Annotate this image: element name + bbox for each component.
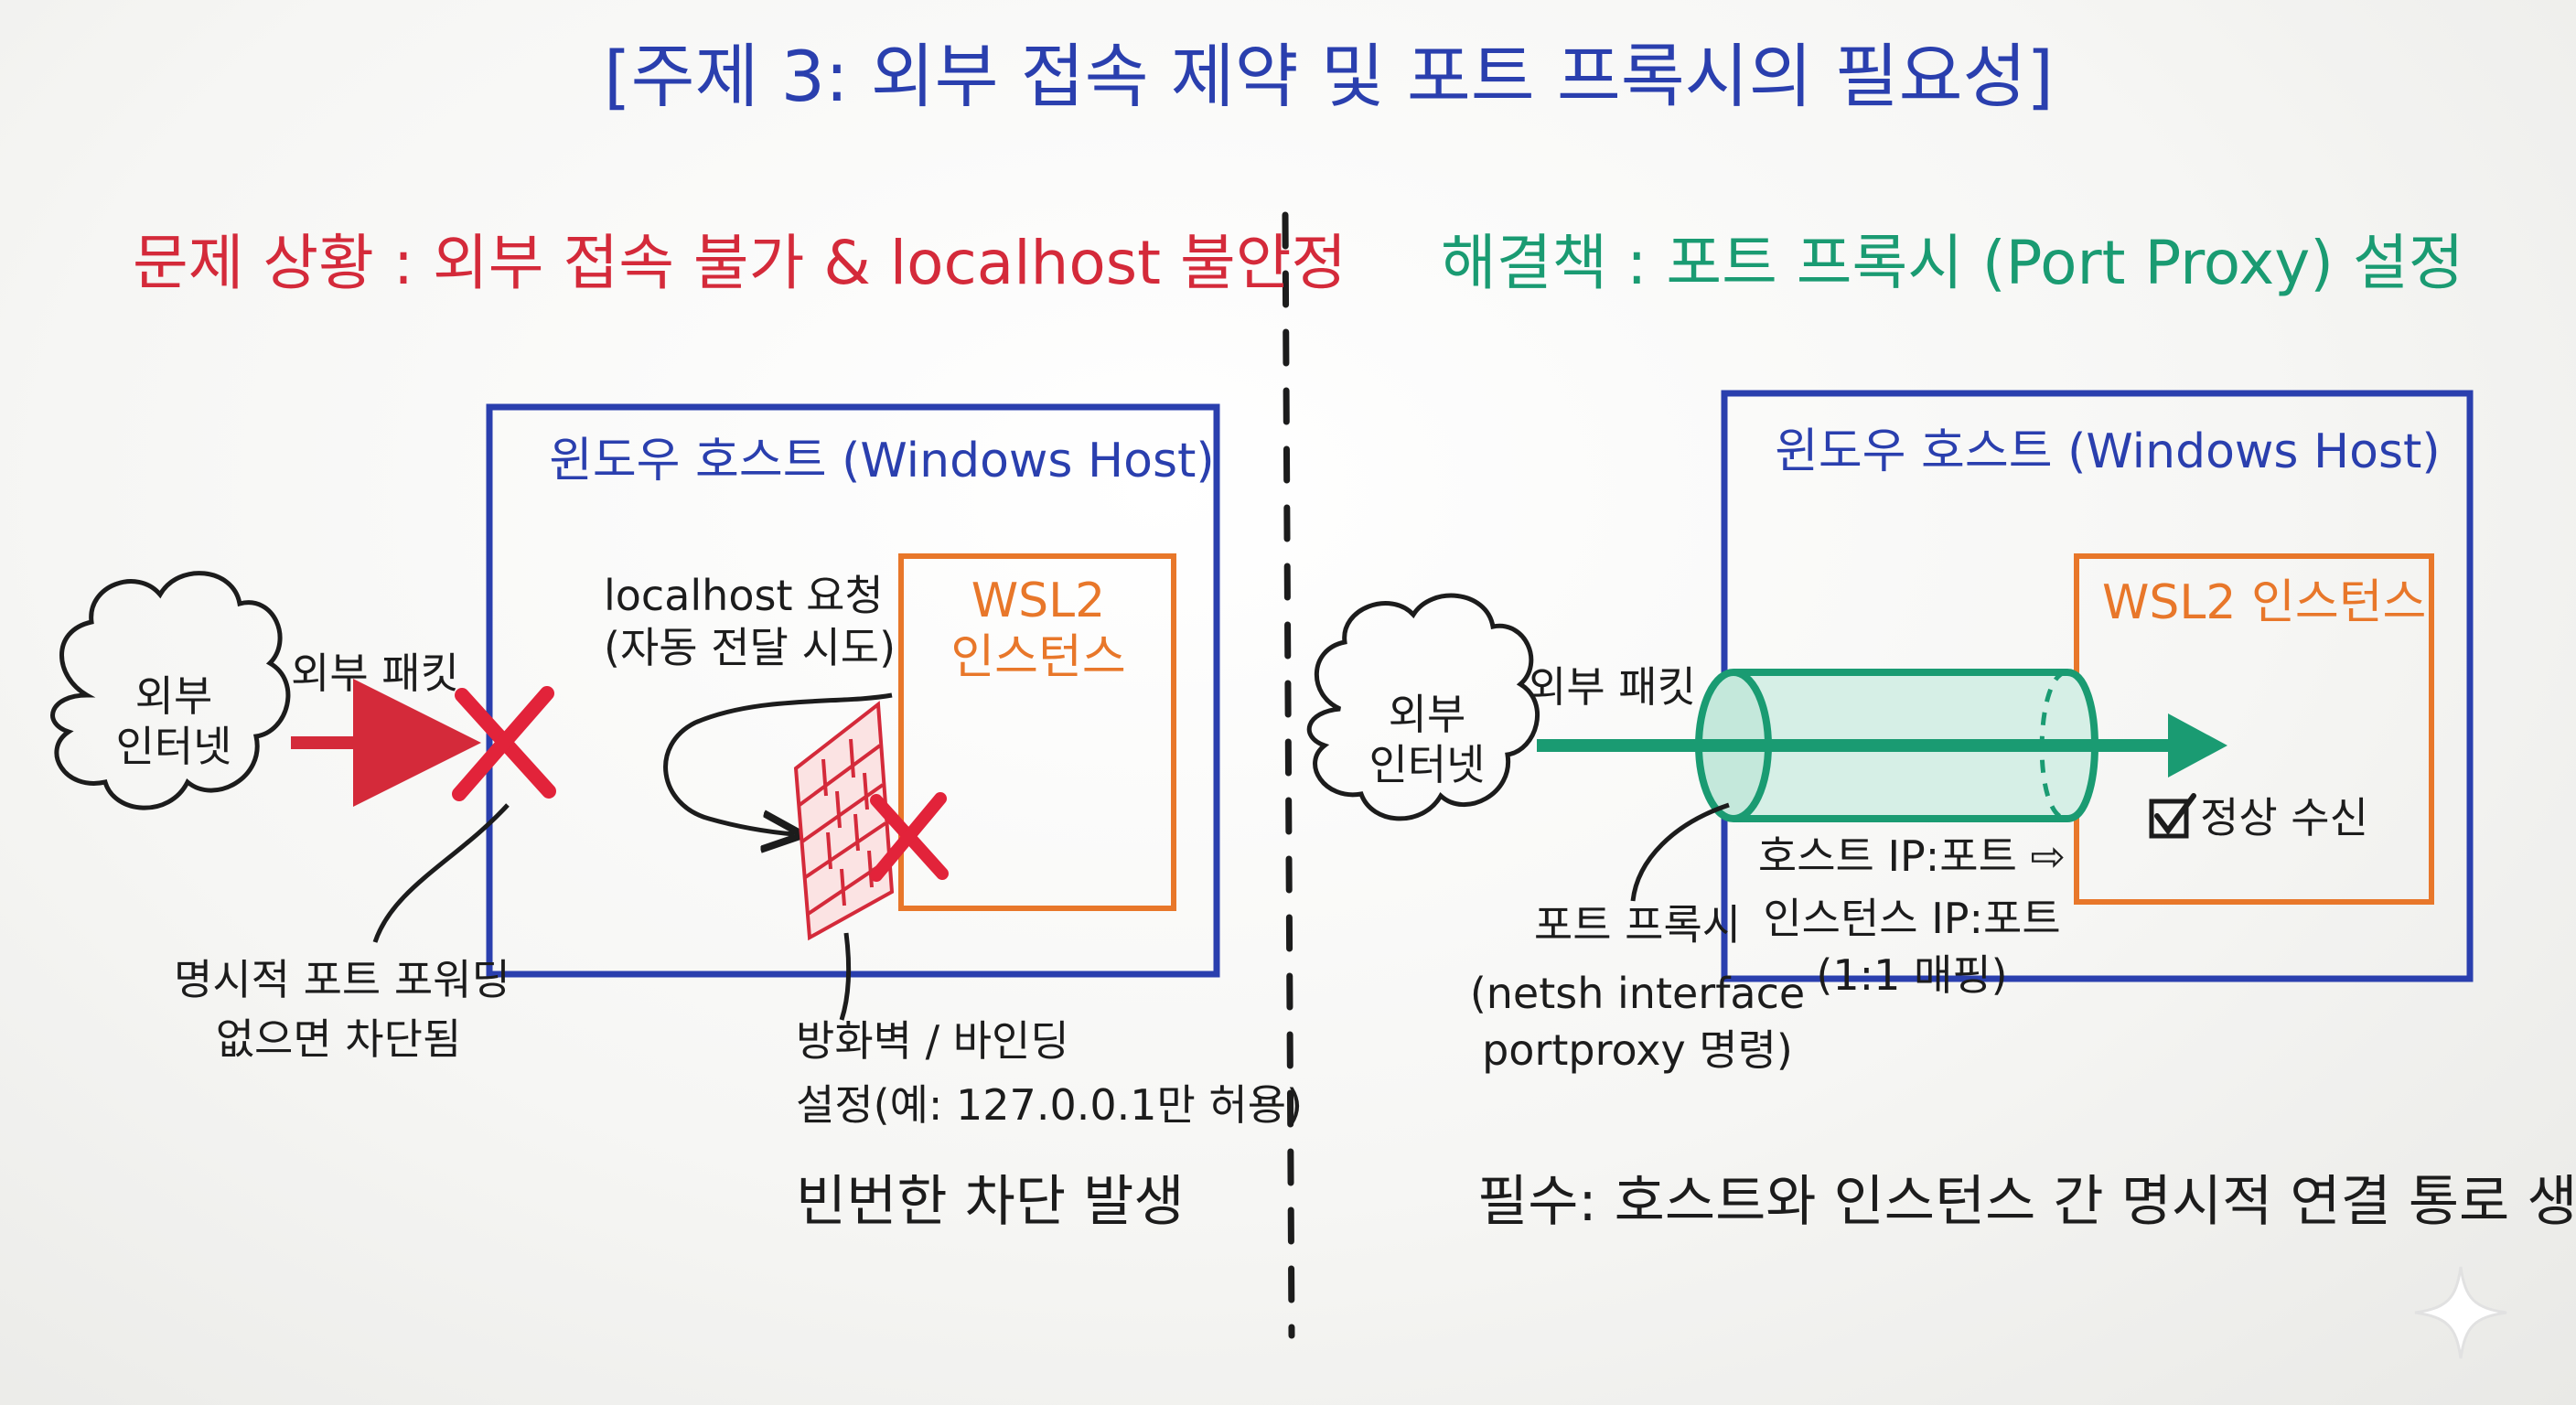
localhost-request-line1: localhost 요청 bbox=[604, 571, 884, 620]
right-cloud-line1: 외부 bbox=[1388, 690, 1466, 739]
left-cloud bbox=[50, 571, 291, 810]
left-wsl-line2: 인스턴스 bbox=[950, 630, 1126, 685]
divider-line bbox=[1282, 211, 1295, 1339]
right-cloud bbox=[1306, 593, 1540, 821]
firewall-note-line2: 설정(예: 127.0.0.1만 허용) bbox=[796, 1080, 1304, 1130]
left-cloud-line2: 인터넷 bbox=[115, 722, 232, 771]
right-cloud-line2: 인터넷 bbox=[1368, 740, 1486, 789]
problem-heading: 문제 상황 : 외부 접속 불가 & localhost 불안정 bbox=[133, 228, 1347, 298]
right-packet-label: 외부 패킷 bbox=[1528, 662, 1696, 712]
solution-heading: 해결책 : 포트 프록시 (Port Proxy) 설정 bbox=[1441, 228, 2464, 298]
proxy-note-line2: (netsh interface bbox=[1469, 969, 1806, 1018]
left-block-x bbox=[452, 686, 556, 801]
proxy-pointer bbox=[1630, 802, 1730, 902]
left-pointer-curve bbox=[372, 803, 510, 943]
right-host-label: 윈도우 호스트 (Windows Host) bbox=[1775, 424, 2441, 479]
mapping-line1: 호스트 IP:포트 ⇨ bbox=[1757, 831, 2066, 881]
port-forward-note-line1: 명시적 포트 포워딩 bbox=[174, 955, 510, 1004]
page-title: [주제 3: 외부 접속 제약 및 포트 프록시의 필요성] bbox=[604, 36, 2055, 117]
check-icon bbox=[2149, 793, 2196, 839]
left-host-label: 윈도우 호스트 (Windows Host) bbox=[549, 434, 1215, 488]
left-wsl-box bbox=[898, 553, 1176, 911]
left-cloud-line1: 외부 bbox=[134, 671, 213, 721]
firewall-pointer bbox=[839, 932, 852, 1021]
localhost-request-line2: (자동 전달 시도) bbox=[604, 623, 896, 672]
requirement-text: 필수: 호스트와 인스턴스 간 명시적 연결 통로 생성 bbox=[1477, 1170, 2576, 1234]
left-packet-label: 외부 패킷 bbox=[291, 649, 459, 698]
frequent-block-text: 빈번한 차단 발생 bbox=[796, 1170, 1185, 1234]
firewall-wall bbox=[793, 701, 895, 941]
right-wsl-label: WSL2 인스턴스 bbox=[2102, 575, 2427, 630]
mapping-line2: 인스턴스 IP:포트 bbox=[1763, 894, 2061, 943]
proxy-note-line1: 포트 프록시 bbox=[1533, 900, 1742, 949]
sparkle-icon bbox=[2414, 1266, 2507, 1359]
received-text: 정상 수신 bbox=[2200, 793, 2368, 842]
localhost-loop-arrow bbox=[663, 692, 893, 834]
proxy-note-line3: portproxy 명령) bbox=[1482, 1025, 1793, 1075]
firewall-note-line1: 방화벽 / 바인딩 bbox=[796, 1016, 1069, 1066]
mapping-line3: (1:1 매핑) bbox=[1816, 950, 2008, 1000]
left-wsl-line1: WSL2 bbox=[971, 574, 1106, 628]
tunnel-arrow-head bbox=[2168, 713, 2227, 778]
firewall-block-x bbox=[870, 792, 949, 882]
port-forward-note-line2: 없으면 차단됨 bbox=[215, 1014, 462, 1064]
left-host-box bbox=[486, 403, 1220, 978]
